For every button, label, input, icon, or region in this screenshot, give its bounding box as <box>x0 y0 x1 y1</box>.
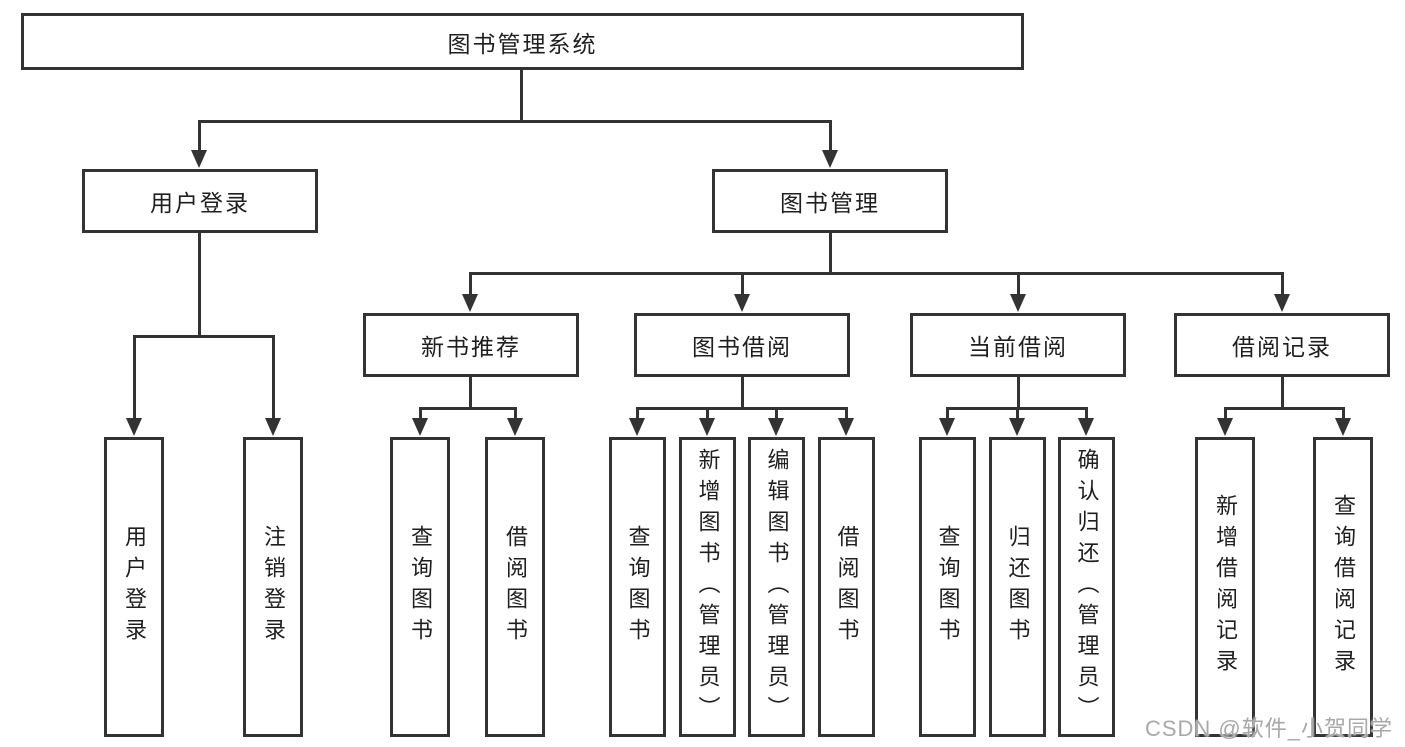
diagram-node-leaf-user-login: 用户登录 <box>104 437 164 737</box>
edge-borrow-records-bar <box>1224 407 1345 410</box>
edge-book-mgmt-arrow-0-head-icon <box>462 294 478 312</box>
edge-borrow-records-arrow-0-stub <box>1224 408 1227 422</box>
diagram-node-current-borrow: 当前借阅 <box>910 313 1126 377</box>
edge-book-borrow-arrow-3-stub <box>845 408 848 422</box>
edge-book-mgmt-arrow-1-stub <box>741 273 744 298</box>
diagram-node-label-leaf-return-book: 归还图书 <box>1005 525 1031 649</box>
diagram-node-leaf-add-book: 新增图书（管理员） <box>679 437 736 737</box>
diagram-node-leaf-query-book-3: 查询图书 <box>919 437 976 737</box>
edge-current-borrow-arrow-2-stub <box>1085 408 1088 422</box>
diagram-node-leaf-borrow-book-1: 借阅图书 <box>485 437 545 737</box>
diagram-node-leaf-query-record: 查询借阅记录 <box>1313 437 1373 737</box>
edge-user-login-arrow-1-head-icon <box>265 418 281 436</box>
diagram-node-label-new-book-rec: 新书推荐 <box>421 334 521 360</box>
edge-root-bar <box>198 120 832 123</box>
edge-current-borrow-arrow-0-stub <box>946 408 949 422</box>
diagram-node-new-book-rec: 新书推荐 <box>363 313 579 377</box>
diagram-node-label-borrow-records: 借阅记录 <box>1232 334 1332 360</box>
diagram-node-root: 图书管理系统 <box>21 13 1024 70</box>
edge-book-mgmt-bar <box>469 272 1284 275</box>
edge-current-borrow-arrow-1-stub <box>1016 408 1019 422</box>
diagram-node-book-mgmt: 图书管理 <box>712 169 948 233</box>
edge-root-arrow-1-stub <box>829 121 832 154</box>
edge-root-arrow-0-stub <box>198 121 201 154</box>
edge-book-mgmt-arrow-3-head-icon <box>1274 294 1290 312</box>
diagram-node-leaf-logout: 注销登录 <box>243 437 303 737</box>
edge-new-book-rec-bar <box>419 407 517 410</box>
edge-book-borrow-arrow-0-stub <box>636 408 639 422</box>
edge-user-login-arrow-0-head-icon <box>126 418 142 436</box>
diagram-node-label-leaf-edit-book: 编辑图书（管理员） <box>764 447 790 727</box>
edge-book-borrow-arrow-3-head-icon <box>838 418 854 436</box>
edge-borrow-records-stem <box>1281 377 1284 410</box>
diagram-node-label-leaf-query-book-1: 查询图书 <box>408 525 433 649</box>
diagram-node-label-book-borrow: 图书借阅 <box>692 334 792 360</box>
diagram-node-label-leaf-add-book: 新增图书（管理员） <box>695 447 721 727</box>
edge-current-borrow-arrow-0-head-icon <box>939 418 955 436</box>
edge-new-book-rec-arrow-1-stub <box>514 408 517 422</box>
diagram-node-leaf-confirm-return: 确认归还（管理员） <box>1058 437 1115 737</box>
diagram-node-label-leaf-query-record: 查询借阅记录 <box>1331 494 1356 680</box>
diagram-node-leaf-add-record: 新增借阅记录 <box>1195 437 1255 737</box>
diagram-node-label-leaf-query-book-3: 查询图书 <box>935 525 961 649</box>
edge-current-borrow-stem <box>1017 377 1020 410</box>
edge-new-book-rec-stem <box>469 377 472 410</box>
edge-book-borrow-stem <box>741 377 744 410</box>
edge-user-login-bar <box>133 335 275 338</box>
edge-borrow-records-arrow-1-head-icon <box>1335 418 1351 436</box>
diagram-node-leaf-query-book-1: 查询图书 <box>390 437 450 737</box>
diagram-node-label-leaf-add-record: 新增借阅记录 <box>1213 494 1238 680</box>
edge-new-book-rec-arrow-0-stub <box>419 408 422 422</box>
edge-new-book-rec-arrow-1-head-icon <box>507 418 523 436</box>
diagram-node-borrow-records: 借阅记录 <box>1174 313 1390 377</box>
edge-book-borrow-arrow-1-head-icon <box>699 418 715 436</box>
edge-user-login-stem <box>198 233 201 338</box>
diagram-node-book-borrow: 图书借阅 <box>634 313 850 377</box>
diagram-node-label-leaf-confirm-return: 确认归还（管理员） <box>1074 447 1100 727</box>
diagram-node-label-leaf-query-book-2: 查询图书 <box>625 525 651 649</box>
edge-borrow-records-arrow-0-head-icon <box>1217 418 1233 436</box>
diagram-node-leaf-return-book: 归还图书 <box>989 437 1046 737</box>
edge-book-mgmt-arrow-2-head-icon <box>1010 294 1026 312</box>
diagram-node-label-root: 图书管理系统 <box>447 30 598 57</box>
edge-book-borrow-arrow-0-head-icon <box>629 418 645 436</box>
diagram-node-leaf-borrow-book-2: 借阅图书 <box>818 437 875 737</box>
diagram-node-label-leaf-logout: 注销登录 <box>261 525 286 649</box>
diagram-node-label-leaf-user-login: 用户登录 <box>122 525 147 649</box>
edge-borrow-records-arrow-1-stub <box>1342 408 1345 422</box>
diagram-node-label-current-borrow: 当前借阅 <box>968 334 1068 360</box>
edge-current-borrow-arrow-2-head-icon <box>1078 418 1094 436</box>
edge-book-borrow-arrow-1-stub <box>706 408 709 422</box>
edge-book-mgmt-arrow-3-stub <box>1281 273 1284 298</box>
diagram-node-label-book-mgmt: 图书管理 <box>780 190 880 216</box>
edge-book-mgmt-arrow-0-stub <box>469 273 472 298</box>
edge-book-borrow-arrow-2-head-icon <box>768 418 784 436</box>
edge-book-mgmt-arrow-1-head-icon <box>734 294 750 312</box>
diagram-node-leaf-edit-book: 编辑图书（管理员） <box>748 437 805 737</box>
diagram-node-label-user-login: 用户登录 <box>150 190 250 216</box>
diagram-node-user-login: 用户登录 <box>82 169 318 233</box>
edge-user-login-arrow-0-stub <box>133 336 136 422</box>
diagram-node-label-leaf-borrow-book-1: 借阅图书 <box>503 525 528 649</box>
edge-user-login-arrow-1-stub <box>272 336 275 422</box>
edge-book-mgmt-arrow-2-stub <box>1017 273 1020 298</box>
edge-book-borrow-arrow-2-stub <box>775 408 778 422</box>
diagram-node-label-leaf-borrow-book-2: 借阅图书 <box>834 525 860 649</box>
edge-root-arrow-1-head-icon <box>822 150 838 168</box>
watermark-text: CSDN @软件_小贺同学 <box>1144 716 1393 741</box>
edge-new-book-rec-arrow-0-head-icon <box>412 418 428 436</box>
diagram-node-leaf-query-book-2: 查询图书 <box>609 437 666 737</box>
edge-root-stem <box>520 69 523 123</box>
edge-root-arrow-0-head-icon <box>191 150 207 168</box>
edge-book-mgmt-stem <box>829 233 832 275</box>
edge-book-borrow-bar <box>636 407 848 410</box>
edge-current-borrow-arrow-1-head-icon <box>1009 418 1025 436</box>
